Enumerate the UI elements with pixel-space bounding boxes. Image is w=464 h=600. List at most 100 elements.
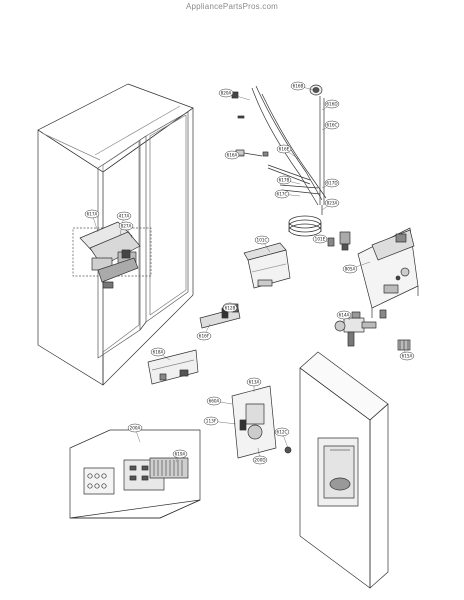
callout-bubble	[196, 331, 212, 341]
callout-label: 617C	[277, 192, 288, 197]
callout-bubble	[336, 310, 352, 320]
callout-805a: 805A	[342, 261, 371, 274]
control-panel-box	[69, 429, 201, 519]
callout-label: 200A	[130, 426, 141, 431]
refrigerator-cabinet	[37, 83, 194, 386]
callout-bubble	[203, 416, 219, 426]
callout-660a: 660A	[206, 396, 233, 406]
callout-617d: 617D	[321, 178, 340, 189]
callout-bubble	[206, 396, 222, 406]
callout-bubble	[84, 209, 100, 219]
callout-bubble	[127, 423, 143, 433]
callout-612c: 612C	[274, 427, 290, 449]
callout-label: 616A	[227, 153, 238, 158]
callout-label: 615A	[402, 354, 413, 359]
callout-823a: 823A	[321, 198, 340, 211]
callout-label: 660A	[209, 399, 220, 404]
bracket-plate	[357, 227, 419, 318]
callout-label: 805A	[345, 267, 356, 272]
callout-label: 617D	[326, 181, 337, 186]
callout-label: 617A	[87, 212, 98, 217]
callout-bubble	[312, 234, 328, 244]
callout-label: 616D	[326, 102, 337, 107]
callout-827a: 827A	[118, 221, 134, 239]
tube-clips	[231, 91, 269, 157]
callout-101c: 101C	[254, 235, 271, 253]
callout-label: 617B	[279, 178, 290, 183]
callout-617b: 617B	[276, 175, 301, 185]
callout-bubble	[342, 264, 358, 274]
callout-label: 200D	[254, 458, 265, 463]
callout-614a: 614A	[336, 310, 352, 321]
water-tubing	[251, 84, 327, 237]
callout-bubble	[246, 377, 262, 387]
callout-113f: 113F	[203, 416, 237, 426]
callout-bubble	[324, 120, 340, 130]
callout-bubble	[324, 178, 340, 188]
callout-bubble	[254, 235, 270, 245]
callout-615a: 615A	[399, 349, 415, 361]
callout-bubble	[172, 449, 188, 459]
callout-label: 616F	[199, 334, 210, 339]
callout-bubble	[150, 347, 166, 357]
callout-616a: 616A	[224, 150, 244, 160]
callout-618a: 618A	[150, 347, 171, 361]
callout-820a: 820A	[218, 88, 251, 101]
watermark: AppliancePartsPros.com	[186, 2, 278, 11]
callout-label: 612B	[225, 306, 236, 311]
paddle-bracket	[147, 349, 199, 385]
callout-label: 619A	[175, 452, 186, 457]
callout-619a: 619A	[172, 449, 188, 463]
callout-bubble	[222, 303, 238, 313]
callout-617a: 617A	[84, 209, 100, 233]
water-fitting	[327, 231, 351, 251]
callout-612b: 612B	[222, 303, 238, 313]
callout-bubble	[276, 175, 292, 185]
callout-616f: 616F	[196, 323, 212, 341]
callout-bubble	[118, 221, 134, 231]
callout-bubble	[274, 427, 290, 437]
callout-bubble	[224, 150, 240, 160]
display-grille	[149, 457, 189, 479]
callout-bubble	[290, 81, 306, 91]
callout-bubble	[276, 144, 292, 154]
callout-label: 101C	[257, 238, 268, 243]
callout-613a: 613A	[246, 377, 262, 392]
callout-bubble	[324, 99, 340, 109]
callout-layer: 820A 616B 417A 616D 616C 616E 617A 616A 617B 617C…	[84, 81, 415, 465]
callout-101e: 101E	[312, 234, 329, 244]
water-valve	[334, 309, 387, 347]
callout-200d: 200D	[252, 447, 268, 465]
freezer-door	[299, 351, 389, 589]
callout-label: 614A	[339, 313, 350, 318]
callout-label: 101E	[315, 237, 326, 242]
callout-bubble	[324, 198, 340, 208]
callout-label: 823A	[327, 201, 338, 206]
button-membrane	[83, 467, 115, 495]
callout-bubble	[218, 88, 234, 98]
callout-bubble	[116, 211, 132, 221]
callout-617c: 617C	[274, 189, 301, 199]
callout-label: 616C	[327, 123, 338, 128]
callout-label: 616E	[279, 147, 290, 152]
solenoid-assembly	[231, 385, 292, 459]
dispenser-housing-assembly	[72, 221, 152, 289]
callout-bubble	[252, 455, 268, 465]
callout-200a: 200A	[127, 423, 143, 443]
callout-label: 820A	[221, 91, 232, 96]
callout-616e: 616E	[276, 144, 301, 161]
callout-label: 417A	[119, 214, 130, 219]
callout-bubble	[274, 189, 290, 199]
callout-616c: 616C	[321, 120, 340, 131]
ice-bucket	[243, 242, 291, 289]
callout-417a: 417A	[116, 211, 132, 236]
callout-label: 113F	[206, 419, 217, 424]
callout-label: 618A	[153, 350, 164, 355]
callout-bubble	[399, 351, 415, 361]
callout-616b: 616B	[290, 81, 315, 91]
callout-label: 616B	[293, 84, 304, 89]
callout-label: 827A	[121, 224, 132, 229]
callout-label: 612C	[277, 430, 288, 435]
